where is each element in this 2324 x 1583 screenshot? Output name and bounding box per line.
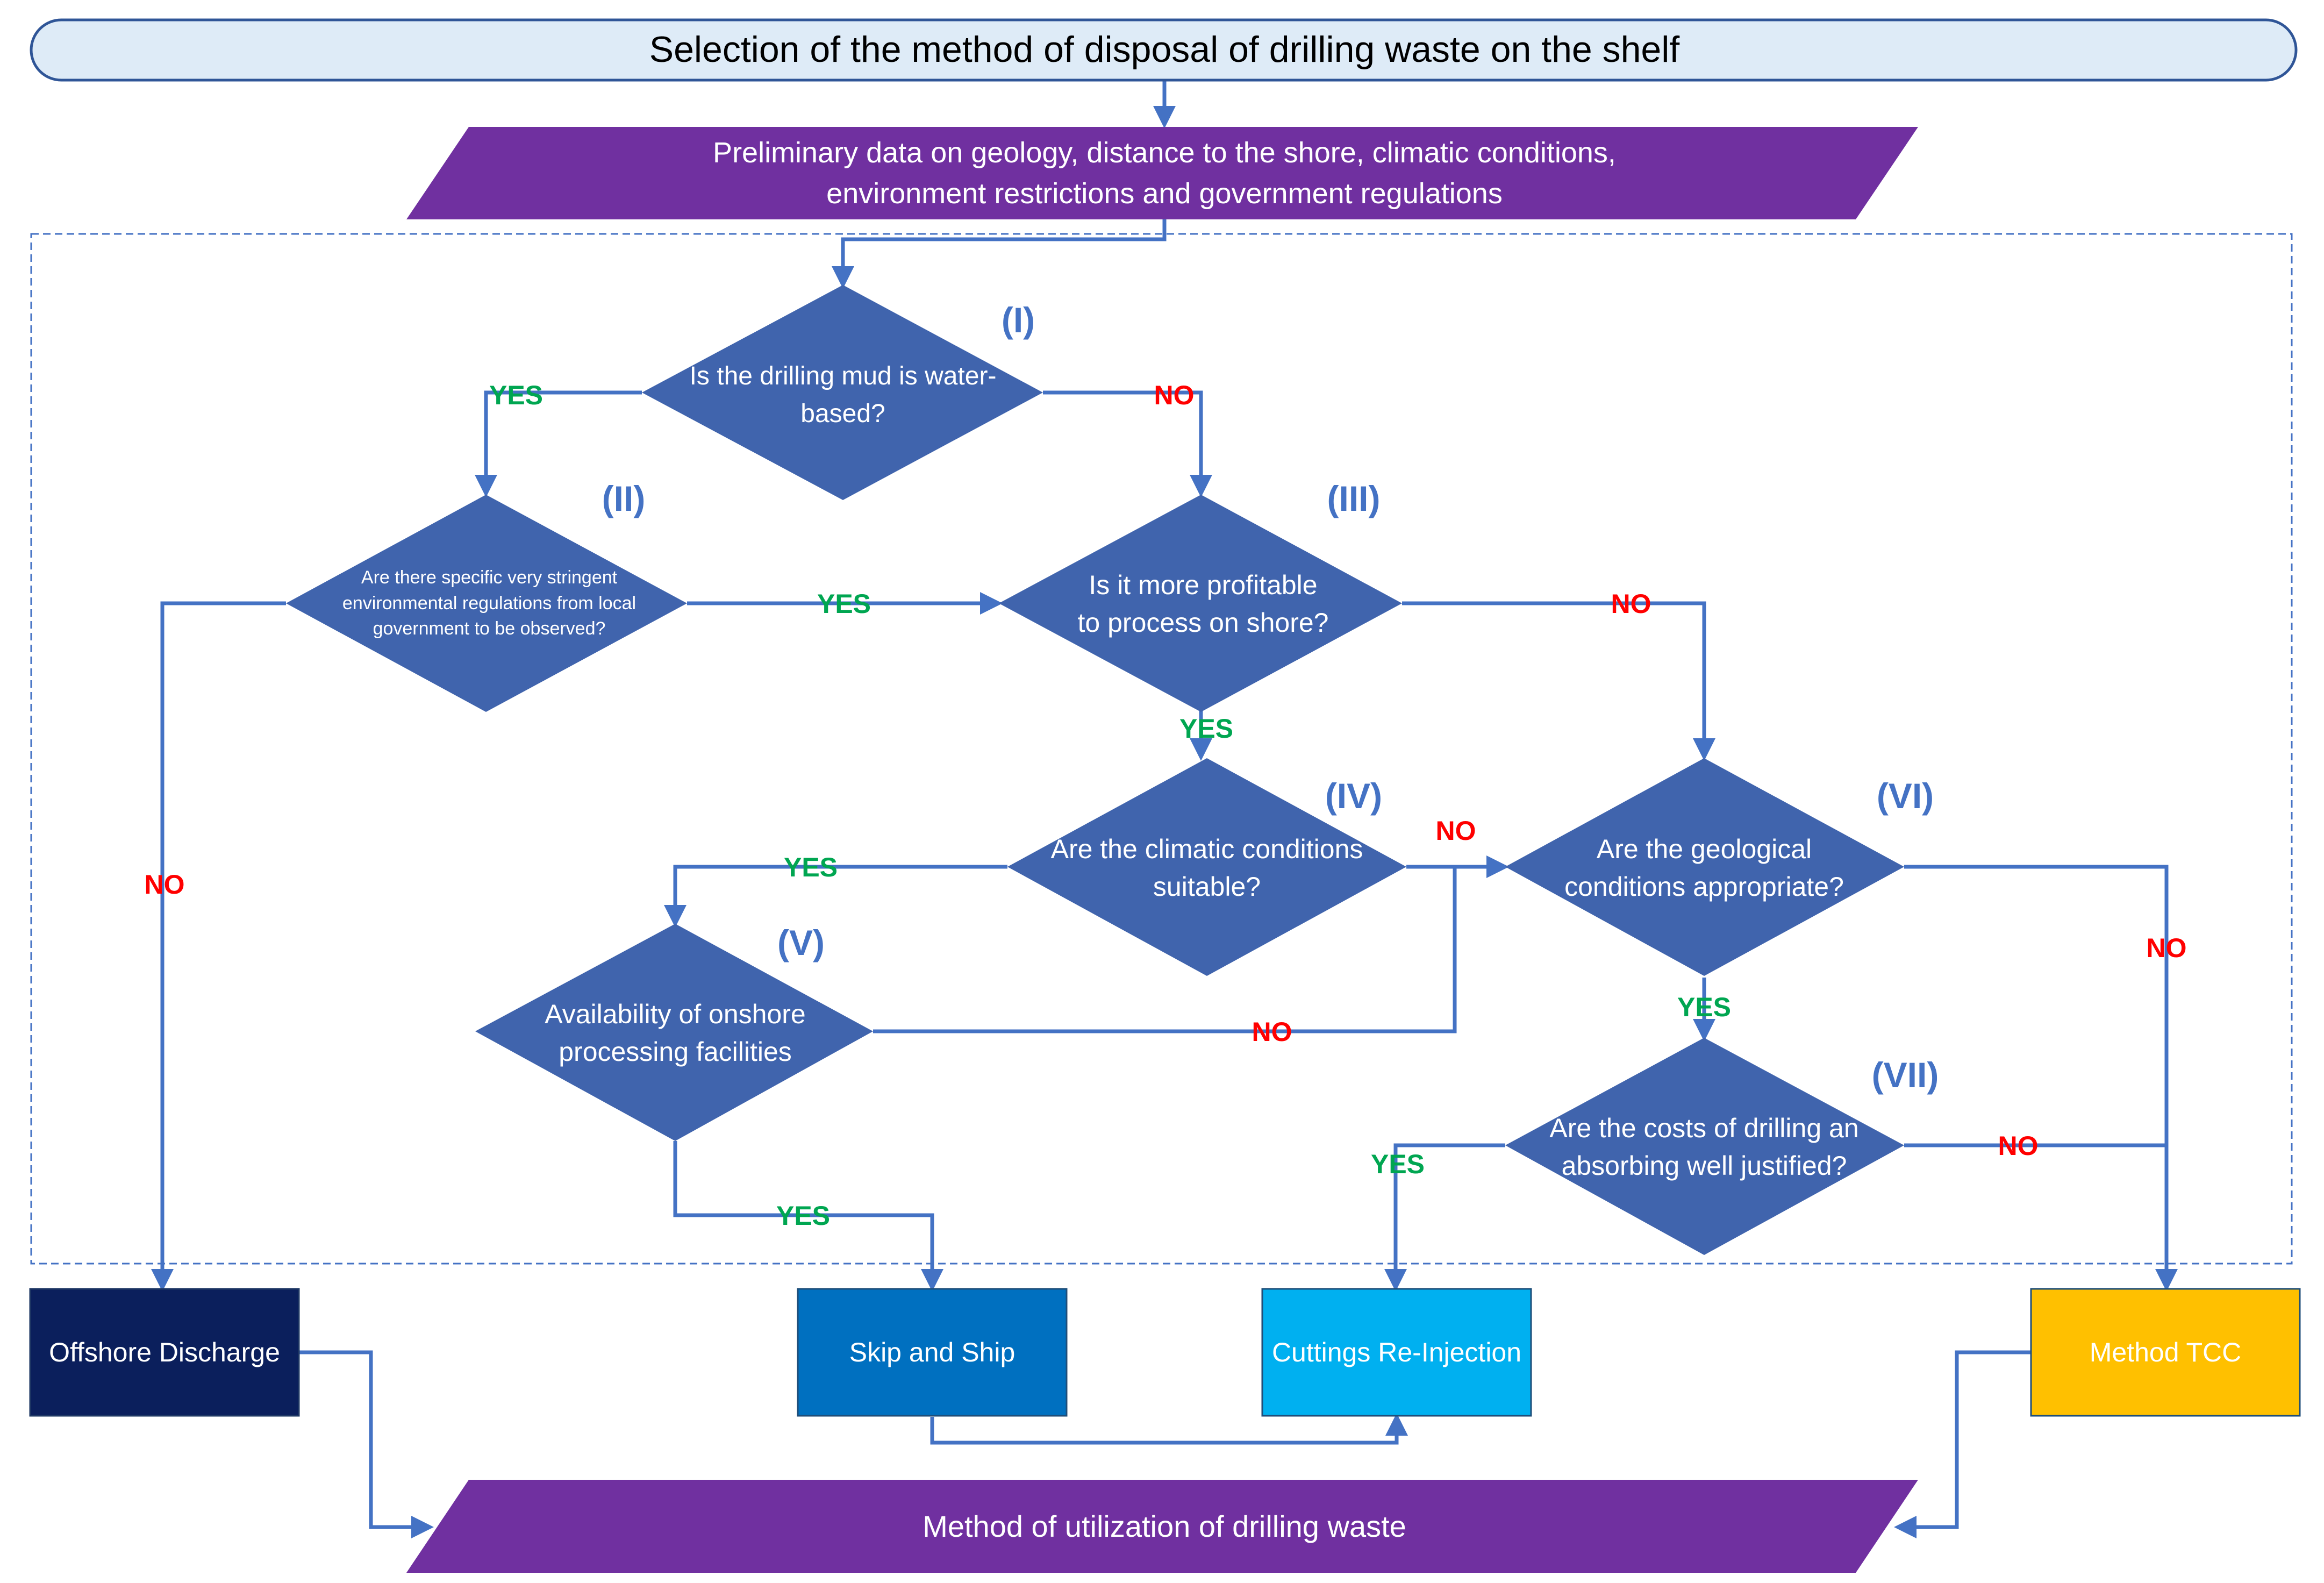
branch-labels: YES NO YES NO YES NO YES NO NO YES YES N… (145, 380, 2187, 1231)
decision-3: Is it more profitable to process on shor… (999, 479, 1402, 712)
output-label: Method of utilization of drilling waste (923, 1509, 1406, 1543)
label-d4-no: NO (1436, 816, 1476, 846)
arrow-d6-no (1904, 865, 2178, 1292)
arrow-d4-yes (664, 865, 1007, 928)
decision-4: Are the climatic conditions suitable? (I… (1007, 758, 1406, 976)
arrow-d5-no (873, 867, 1457, 1033)
decision-5-numeral: (V) (777, 923, 825, 962)
decision-4-numeral: (IV) (1325, 776, 1382, 816)
arrow-tcc-to-output (1894, 1350, 2031, 1538)
label-d1-yes: YES (489, 380, 543, 410)
label-d3-no: NO (1611, 589, 1651, 619)
decision-2-line-1: Are there specific very stringent (361, 567, 618, 588)
label-d7-yes: YES (1371, 1149, 1425, 1179)
method-offshore-discharge: Offshore Discharge (29, 1288, 300, 1417)
decision-7-numeral: (VII) (1872, 1055, 1939, 1095)
decision-1-line-1: Is the drilling mud is water- (690, 362, 997, 390)
method-tcc: Method TCC (2030, 1288, 2301, 1417)
decision-2-line-2: environmental regulations from local (342, 593, 636, 614)
decision-7-line-1: Are the costs of drilling an (1549, 1113, 1858, 1143)
input-line-2: environment restrictions and government … (826, 177, 1503, 210)
decision-3-line-1: Is it more profitable (1089, 570, 1317, 600)
label-d1-no: NO (1154, 380, 1195, 410)
decision-6-numeral: (VI) (1877, 776, 1934, 816)
decision-1-numeral: (I) (1002, 300, 1035, 340)
method-skip-label: Skip and Ship (849, 1337, 1016, 1367)
output-box: Method of utilization of drilling waste (406, 1480, 1918, 1573)
method-cuttings-reinjection: Cuttings Re-Injection (1261, 1288, 1532, 1417)
arrow-d7-yes (1384, 1143, 1505, 1292)
decision-area-border (30, 233, 2293, 1265)
title-box: Selection of the method of disposal of d… (30, 18, 2298, 82)
arrow-offshore-to-output (299, 1350, 434, 1538)
label-d5-no: NO (1252, 1017, 1292, 1047)
arrow-input-to-d1 (832, 219, 1167, 289)
decision-7: Are the costs of drilling an absorbing w… (1505, 1038, 1939, 1255)
decision-2: Are there specific very stringent enviro… (286, 479, 687, 712)
input-line-1: Preliminary data on geology, distance to… (713, 137, 1616, 169)
label-d6-no: NO (2147, 933, 2187, 963)
arrow-d3-no (1402, 601, 1715, 761)
method-tcc-label: Method TCC (2090, 1337, 2242, 1367)
decision-4-line-1: Are the climatic conditions (1051, 834, 1363, 864)
arrow-d2-no (151, 601, 286, 1292)
decision-5-line-1: Availability of onshore (545, 999, 805, 1029)
decision-1-line-2: based? (800, 400, 885, 428)
method-cri-label: Cuttings Re-Injection (1272, 1337, 1521, 1367)
decision-4-line-2: suitable? (1153, 872, 1261, 902)
decision-6: Are the geological conditions appropriat… (1505, 758, 1934, 976)
decision-3-line-2: to process on shore? (1078, 608, 1329, 638)
page-title: Selection of the method of disposal of d… (649, 29, 1680, 70)
arrow-methods-to-output (930, 1413, 1408, 1445)
method-offshore-label: Offshore Discharge (49, 1337, 280, 1367)
arrow-d1-yes (475, 390, 642, 497)
arrow-d1-no (1043, 390, 1212, 497)
label-d2-yes: YES (817, 589, 871, 619)
label-d3-yes: YES (1179, 714, 1233, 744)
connectors (151, 81, 2178, 1538)
label-d4-yes: YES (784, 852, 838, 882)
label-d2-no: NO (145, 869, 185, 900)
input-data-box: Preliminary data on geology, distance to… (406, 127, 1918, 219)
decision-5: Availability of onshore processing facil… (475, 923, 873, 1141)
label-d5-yes: YES (776, 1201, 830, 1231)
label-d6-yes: YES (1677, 992, 1731, 1022)
decision-5-line-2: processing facilities (559, 1037, 792, 1067)
decision-2-line-3: government to be observed? (373, 618, 606, 639)
decision-6-line-1: Are the geological (1597, 834, 1812, 864)
label-d7-no: NO (1998, 1131, 2039, 1161)
decision-7-line-2: absorbing well justified? (1562, 1151, 1847, 1181)
decision-2-numeral: (II) (602, 479, 646, 518)
arrow-d5-yes (673, 1141, 943, 1292)
decision-3-numeral: (III) (1327, 479, 1381, 518)
method-skip-and-ship: Skip and Ship (797, 1288, 1068, 1417)
decision-6-line-2: conditions appropriate? (1564, 872, 1844, 902)
decision-1: Is the drilling mud is water- based? (I) (642, 285, 1043, 500)
